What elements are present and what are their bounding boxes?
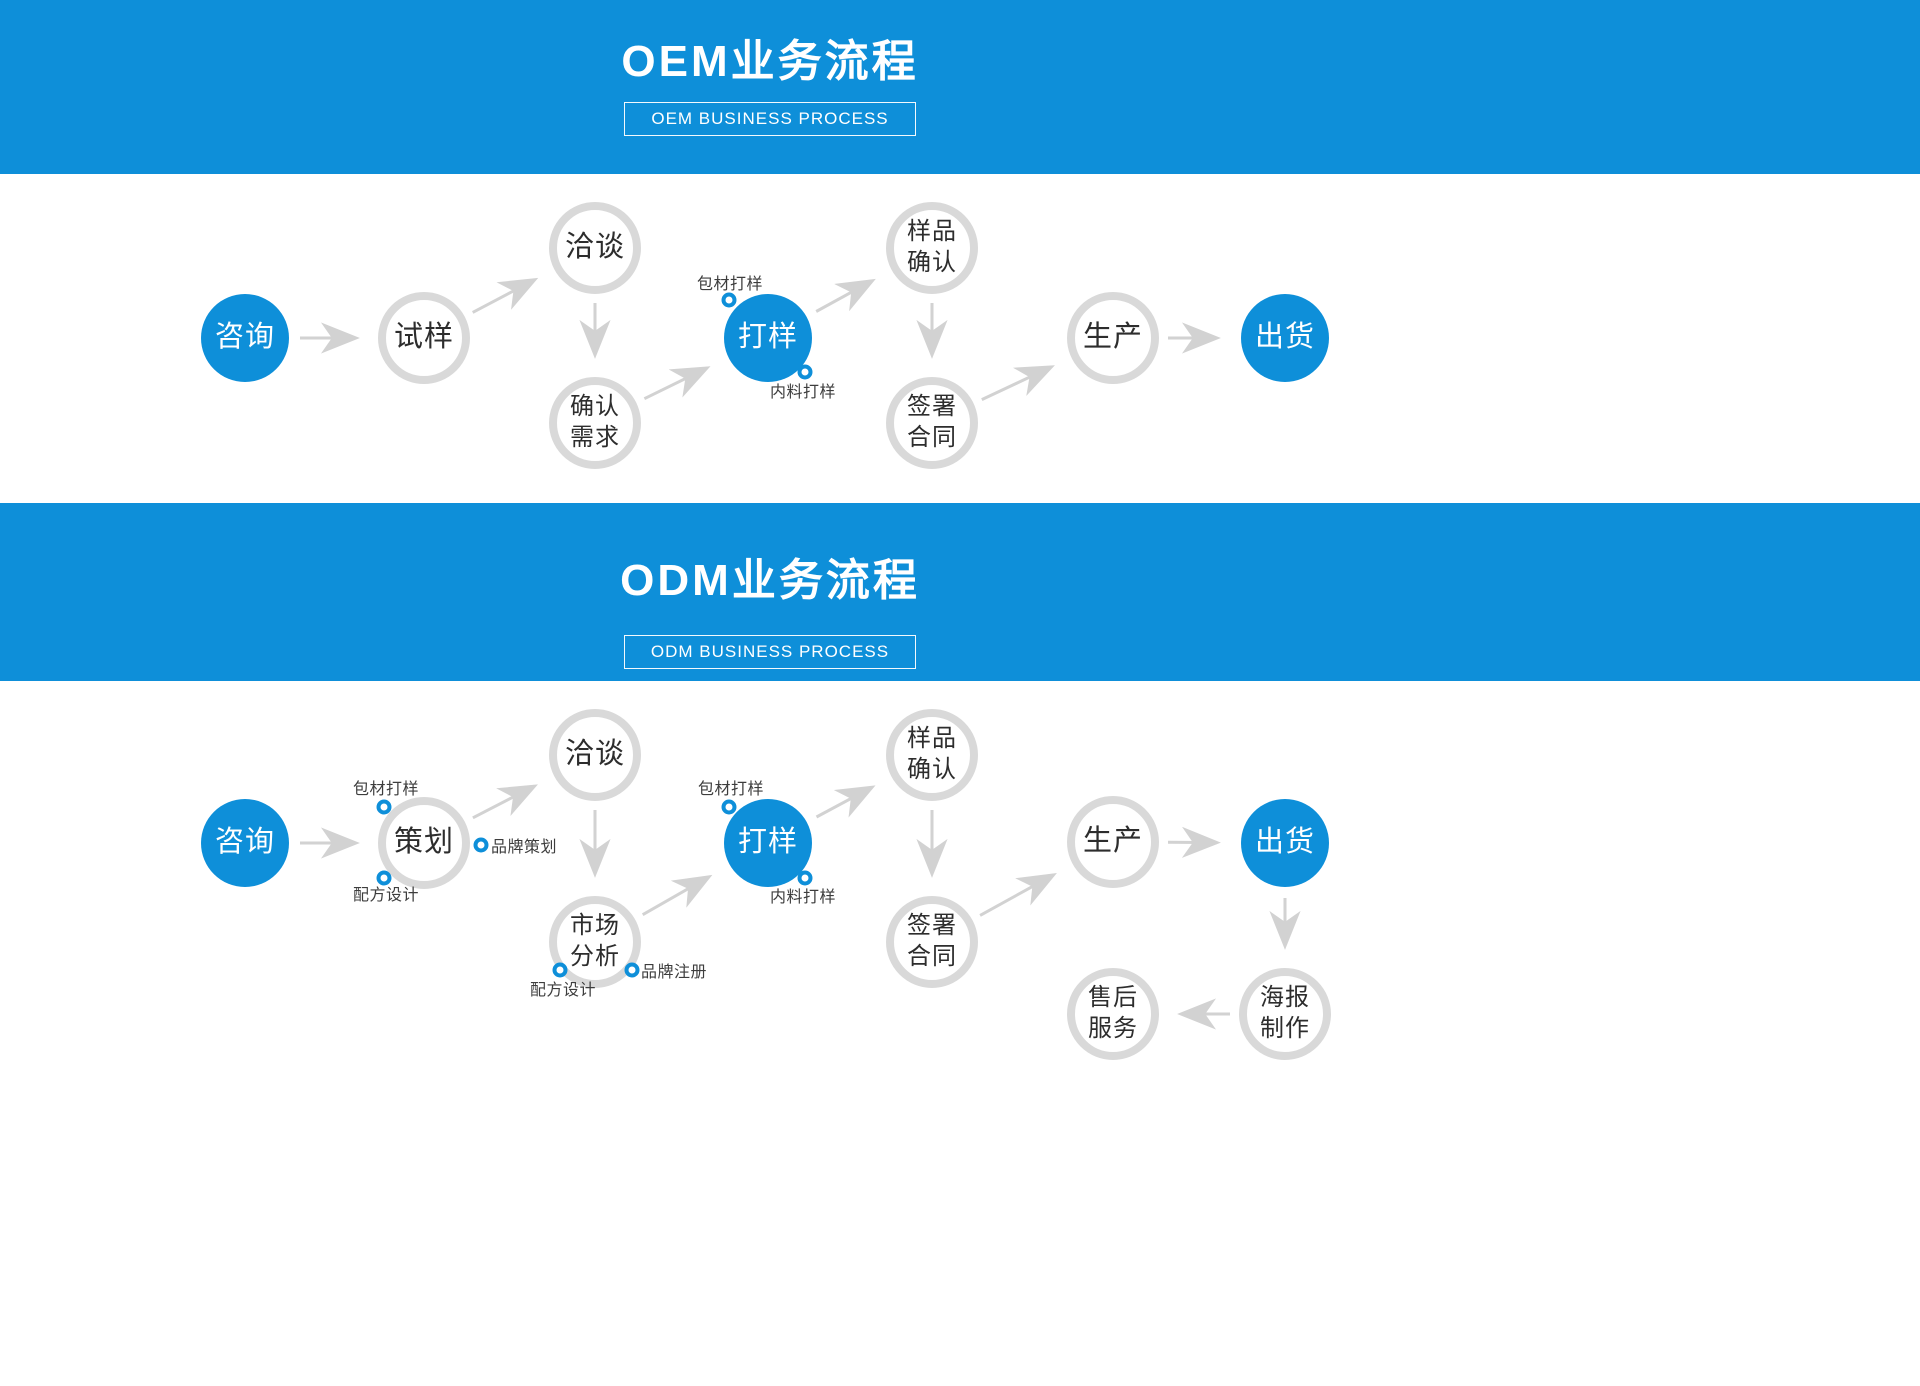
oem-annotation-dot [721, 292, 737, 308]
odm-annotation-label: 品牌策划 [490, 839, 558, 856]
oem-node-negotiate: 洽谈 [549, 202, 641, 294]
odm-annotation-label: 内料打样 [769, 889, 837, 906]
odm-annotation-dot [376, 870, 392, 886]
oem-header-band: OEM业务流程 OEM BUSINESS PROCESS [0, 0, 1920, 174]
odm-annotation-dot [624, 962, 640, 978]
odm-node-sample-confirm: 样品 确认 [886, 709, 978, 801]
odm-arrow-sign-contract-to-production [979, 873, 1057, 917]
oem-arrow-confirm-needs-to-proofing [643, 366, 711, 401]
odm-annotation-dot [552, 962, 568, 978]
oem-node-shipment: 出货 [1241, 294, 1329, 382]
odm-header-band: ODM业务流程 ODM BUSINESS PROCESS [0, 503, 1920, 681]
odm-node-sign-contract: 签署 合同 [886, 896, 978, 988]
odm-node-after-sales: 售后 服务 [1067, 968, 1159, 1060]
odm-annotation-label: 配方设计 [529, 982, 597, 999]
odm-annotation-label: 品牌注册 [640, 964, 708, 981]
odm-annotation-dot [797, 870, 813, 886]
odm-section-subtitle: ODM BUSINESS PROCESS [650, 642, 890, 661]
odm-annotation-label: 包材打样 [697, 781, 765, 798]
oem-node-confirm-needs: 确认 需求 [549, 377, 641, 469]
odm-node-planning: 策划 [378, 797, 470, 889]
odm-section-title: ODM业务流程 [620, 556, 920, 605]
oem-arrow-sign-contract-to-production [981, 365, 1055, 401]
oem-section-title: OEM业务流程 [621, 37, 919, 86]
oem-node-sign-contract: 签署 合同 [886, 377, 978, 469]
oem-section-subtitle-box: OEM BUSINESS PROCESS [624, 102, 916, 136]
oem-node-sample-trial: 试样 [378, 292, 470, 384]
odm-arrow-planning-to-negotiate [472, 784, 538, 820]
oem-node-production: 生产 [1067, 292, 1159, 384]
odm-annotation-label: 包材打样 [352, 781, 420, 798]
oem-annotation-dot [797, 364, 813, 380]
oem-node-consult: 咨询 [201, 294, 289, 382]
odm-arrow-market-analysis-to-proofing [641, 874, 713, 917]
oem-arrow-sample-trial-to-negotiate [472, 277, 539, 314]
oem-annotation-label: 包材打样 [696, 276, 764, 293]
odm-arrow-proofing-to-sample-confirm [815, 785, 876, 819]
odm-section-subtitle-box: ODM BUSINESS PROCESS [624, 635, 916, 669]
odm-header-inner: ODM业务流程 ODM BUSINESS PROCESS [0, 503, 1540, 669]
odm-node-poster-design: 海报 制作 [1239, 968, 1331, 1060]
oem-annotation-label: 内料打样 [769, 384, 837, 401]
oem-section-subtitle: OEM BUSINESS PROCESS [651, 109, 889, 128]
odm-node-production: 生产 [1067, 796, 1159, 888]
odm-node-consult: 咨询 [201, 799, 289, 887]
odm-annotation-label: 配方设计 [352, 887, 420, 904]
odm-annotation-dot [376, 799, 392, 815]
oem-node-sample-confirm: 样品 确认 [886, 202, 978, 294]
oem-node-proofing: 打样 [724, 294, 812, 382]
oem-arrow-proofing-to-sample-confirm [815, 278, 876, 313]
odm-node-negotiate: 洽谈 [549, 709, 641, 801]
odm-node-proofing: 打样 [724, 799, 812, 887]
odm-node-shipment: 出货 [1241, 799, 1329, 887]
odm-annotation-dot [721, 799, 737, 815]
oem-header-inner: OEM业务流程 OEM BUSINESS PROCESS [0, 0, 1540, 136]
odm-annotation-dot [473, 837, 489, 853]
